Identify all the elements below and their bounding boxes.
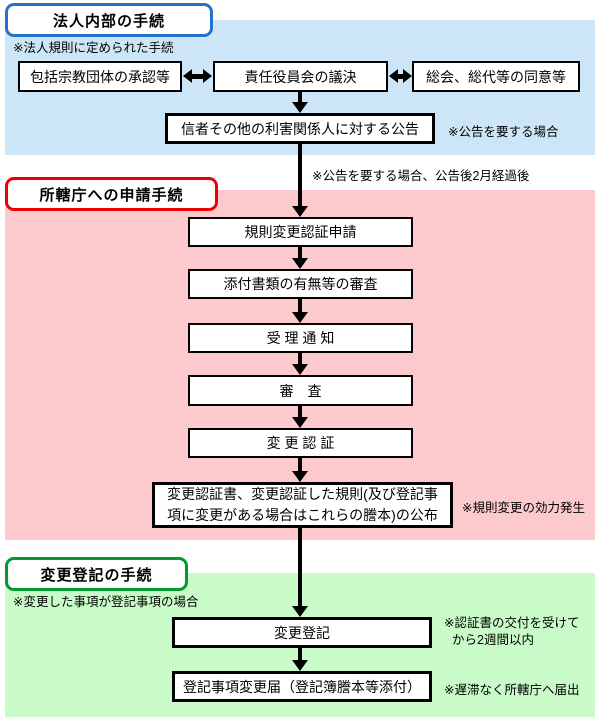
registration-section-note: ※変更した事項が登記事項の場合 bbox=[13, 595, 199, 609]
transition-note: ※公告を要する場合、公告後2月経過後 bbox=[312, 169, 530, 183]
registration-section-title-label: 変更登記の手続 bbox=[40, 566, 153, 584]
box-change-certification-label: 変 更 認 証 bbox=[266, 435, 335, 451]
box-change-registration: 変更登記 bbox=[172, 617, 432, 648]
arrow-left-icon bbox=[389, 69, 398, 83]
arrow-down-icon bbox=[292, 364, 308, 375]
box-acceptance-notice: 受 理 通 知 bbox=[188, 323, 413, 353]
box-certificate-issue-line2: 項に変更がある場合はこれらの謄本)の公布 bbox=[167, 507, 438, 523]
arrow-check-to-accept bbox=[298, 299, 302, 313]
arrow-right-icon bbox=[203, 69, 212, 83]
register-annotation-line2: から2週間以内 bbox=[452, 633, 534, 647]
arrow-register-to-report bbox=[298, 648, 302, 661]
box-examination-label: 審 査 bbox=[279, 382, 322, 399]
arrow-apply-to-check bbox=[298, 247, 302, 259]
box-certification-application-label: 規則変更認証申請 bbox=[244, 224, 357, 240]
box-registration-report: 登記事項変更届（登記簿謄本等添付） bbox=[172, 671, 432, 702]
arrow-review-to-certify bbox=[298, 406, 302, 418]
double-arrow-board-assembly bbox=[389, 69, 412, 83]
box-board-resolution-label: 責任役員会の議決 bbox=[244, 68, 357, 85]
box-attachment-review: 添付書類の有無等の審査 bbox=[188, 269, 413, 299]
box-certification-application: 規則変更認証申請 bbox=[188, 217, 413, 247]
arrow-down-icon bbox=[292, 102, 308, 113]
box-certificate-issue: 変更認証書、変更認証した規則(及び登記事 項に変更がある場合はこれらの謄本)の公… bbox=[152, 482, 453, 528]
arrow-down-icon bbox=[292, 206, 308, 217]
registration-section-title: 変更登記の手続 bbox=[5, 557, 188, 591]
arrow-board-to-notice bbox=[298, 92, 302, 103]
public-notice-annotation: ※公告を要する場合 bbox=[448, 125, 559, 139]
box-public-notice-label: 信者その他の利害関係人に対する公告 bbox=[181, 120, 419, 137]
box-registration-report-label: 登記事項変更届（登記簿謄本等添付） bbox=[183, 678, 421, 695]
register-annotation: ※認証書の交付を受けて から2週間以内 bbox=[444, 615, 579, 649]
arrow-down-icon bbox=[292, 471, 308, 482]
box-change-certification: 変 更 認 証 bbox=[188, 428, 413, 458]
box-acceptance-notice-label: 受 理 通 知 bbox=[266, 330, 335, 346]
arrow-down-icon bbox=[292, 417, 308, 428]
application-section-title: 所轄庁への申請手続 bbox=[5, 177, 218, 211]
arrow-down-icon bbox=[292, 258, 308, 269]
report-annotation: ※遅滞なく所轄庁へ届出 bbox=[444, 683, 580, 697]
arrow-right-icon bbox=[403, 69, 412, 83]
arrow-notice-to-apply bbox=[298, 144, 302, 207]
arrow-down-icon bbox=[292, 312, 308, 323]
box-change-registration-label: 変更登記 bbox=[274, 624, 330, 641]
arrow-down-icon bbox=[292, 660, 308, 671]
box-examination: 審 査 bbox=[188, 375, 413, 406]
register-annotation-line1: ※認証書の交付を受けて bbox=[444, 616, 580, 630]
issue-annotation: ※規則変更の効力発生 bbox=[462, 501, 585, 515]
internal-section-note: ※法人規則に定められた手続 bbox=[13, 41, 174, 55]
box-certificate-issue-line1: 変更認証書、変更認証した規則(及び登記事 bbox=[167, 486, 438, 502]
internal-section-title-label: 法人内部の手続 bbox=[52, 12, 165, 30]
box-comprehensive-approval: 包括宗教団体の承認等 bbox=[18, 61, 182, 92]
application-section-title-label: 所轄庁への申請手続 bbox=[39, 186, 184, 204]
double-arrow-approval-board bbox=[183, 69, 212, 83]
arrow-left-icon bbox=[183, 69, 192, 83]
arrow-down-icon bbox=[292, 606, 308, 617]
arrow-issue-to-register bbox=[298, 528, 302, 607]
arrow-certify-to-issue bbox=[298, 458, 302, 472]
box-assembly-consent-label: 総会、総代等の同意等 bbox=[426, 68, 566, 85]
box-board-resolution: 責任役員会の議決 bbox=[213, 61, 388, 92]
box-public-notice: 信者その他の利害関係人に対する公告 bbox=[165, 113, 435, 144]
box-assembly-consent: 総会、総代等の同意等 bbox=[412, 61, 580, 92]
box-comprehensive-approval-label: 包括宗教団体の承認等 bbox=[30, 68, 170, 85]
arrow-accept-to-review bbox=[298, 353, 302, 365]
box-attachment-review-label: 添付書類の有無等の審査 bbox=[223, 276, 378, 292]
internal-section-title: 法人内部の手続 bbox=[5, 3, 213, 37]
